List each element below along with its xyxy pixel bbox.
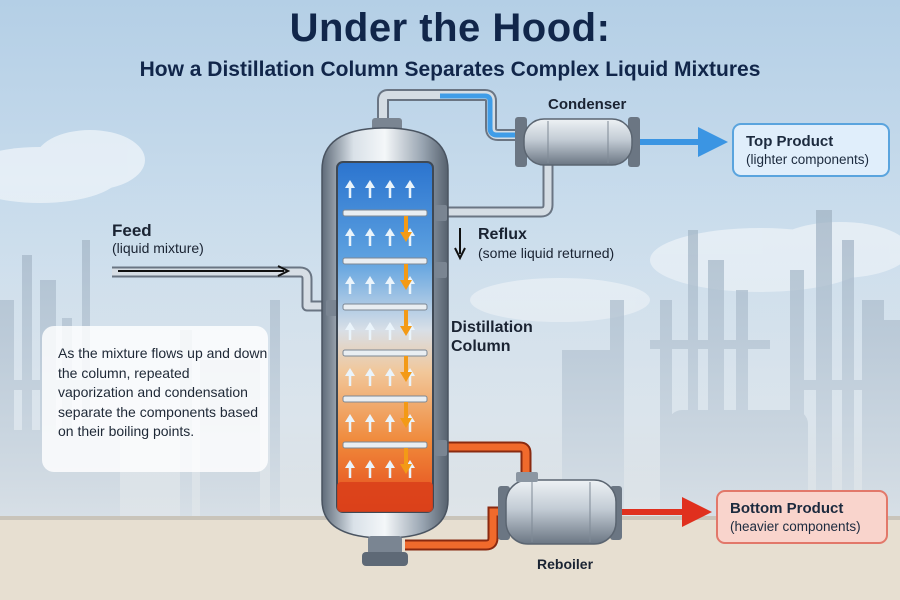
reflux-pipe bbox=[438, 165, 554, 261]
liquid-arrow bbox=[400, 310, 412, 336]
reflux-label: Reflux bbox=[478, 226, 527, 243]
page-title: Under the Hood: bbox=[289, 6, 611, 50]
vapor-arrow bbox=[365, 322, 375, 340]
page-subtitle: How a Distillation Column Separates Comp… bbox=[139, 58, 761, 81]
vapor-arrow bbox=[365, 460, 375, 478]
vapor-arrow bbox=[385, 368, 395, 386]
feed-label: Feed bbox=[112, 221, 152, 240]
column-tray bbox=[342, 257, 428, 265]
condenser bbox=[515, 117, 640, 167]
vapor-arrow bbox=[365, 228, 375, 246]
vapor-arrow bbox=[365, 276, 375, 294]
vapor-arrow bbox=[365, 414, 375, 432]
overhead-vapor-pipe bbox=[377, 89, 520, 141]
explanation-text: As the mixture flows up and down the col… bbox=[58, 345, 268, 439]
vapor-arrow bbox=[345, 460, 355, 478]
vapor-arrow bbox=[345, 368, 355, 386]
liquid-arrows bbox=[400, 216, 412, 474]
column-tray bbox=[342, 303, 428, 311]
top-product-label: Top Product bbox=[746, 133, 834, 150]
vapor-arrow bbox=[385, 180, 395, 198]
condenser-label: Condenser bbox=[548, 96, 627, 113]
vapor-arrow bbox=[385, 228, 395, 246]
top-product-sublabel: (lighter components) bbox=[746, 152, 870, 167]
liquid-arrow bbox=[400, 448, 412, 474]
column-tray bbox=[342, 395, 428, 403]
bottom-product-sublabel: (heavier components) bbox=[730, 519, 861, 534]
reboiler-feed-pipe bbox=[405, 506, 502, 551]
feed-pipe bbox=[112, 265, 330, 312]
column-tray bbox=[342, 209, 428, 217]
vapor-arrow bbox=[345, 180, 355, 198]
liquid-arrow bbox=[400, 356, 412, 382]
bottom-product-box: Bottom Product (heavier components) bbox=[716, 490, 888, 544]
liquid-arrow bbox=[400, 402, 412, 428]
column-tray bbox=[342, 441, 428, 449]
vapor-arrow bbox=[365, 368, 375, 386]
vapor-arrow bbox=[385, 322, 395, 340]
distillation-column bbox=[321, 118, 449, 566]
vapor-arrow bbox=[385, 414, 395, 432]
vapor-arrow bbox=[345, 414, 355, 432]
vapor-arrow bbox=[405, 180, 415, 198]
vapor-arrow bbox=[385, 276, 395, 294]
column-label-line2: Column bbox=[451, 338, 511, 355]
explanation-note: As the mixture flows up and down the col… bbox=[42, 326, 268, 472]
vapor-arrow bbox=[365, 180, 375, 198]
top-product-box: Top Product (lighter components) bbox=[732, 123, 890, 177]
column-trays bbox=[342, 209, 428, 449]
vapor-arrow bbox=[345, 276, 355, 294]
vapor-arrow bbox=[345, 322, 355, 340]
vapor-arrow bbox=[385, 460, 395, 478]
column-tray bbox=[342, 349, 428, 357]
feed-sublabel: (liquid mixture) bbox=[112, 240, 204, 256]
bottom-product-label: Bottom Product bbox=[730, 500, 844, 517]
liquid-arrow bbox=[400, 216, 412, 242]
column-label-line1: Distillation bbox=[451, 319, 533, 336]
reboiler-label: Reboiler bbox=[537, 556, 594, 572]
reboiler-return-pipe bbox=[438, 441, 532, 476]
reflux-sublabel: (some liquid returned) bbox=[478, 245, 615, 261]
liquid-arrow bbox=[400, 264, 412, 290]
reboiler bbox=[498, 472, 622, 545]
vapor-arrow bbox=[345, 228, 355, 246]
